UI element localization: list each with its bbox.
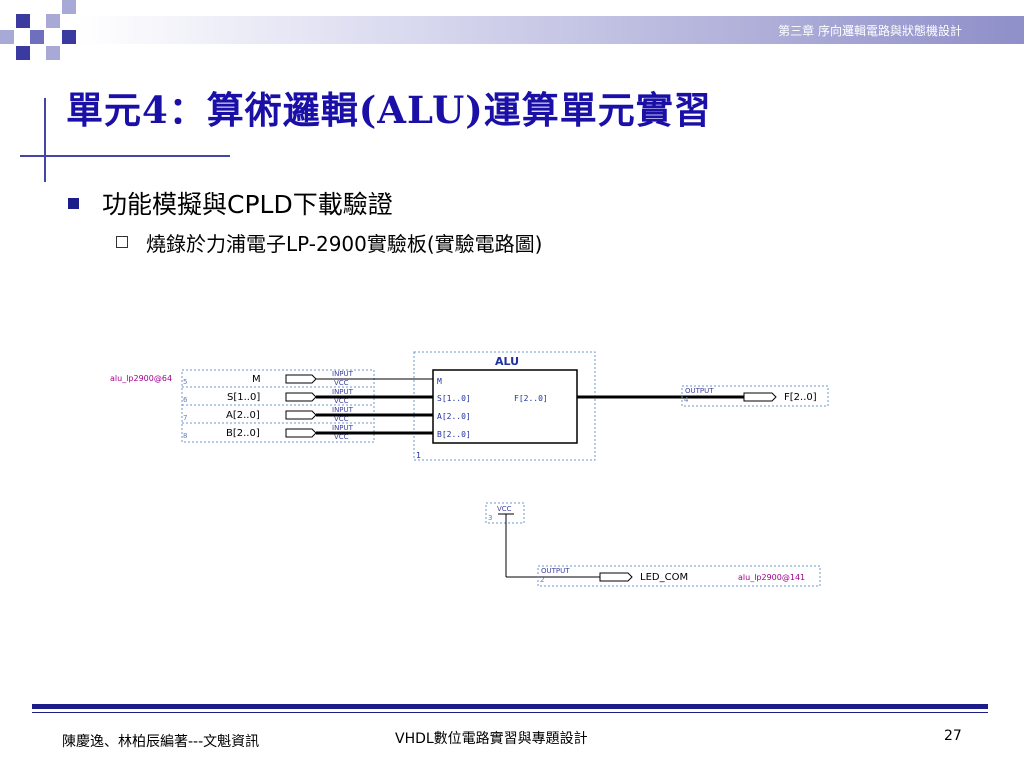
bullet-hollow-square-icon (116, 236, 128, 248)
svg-text:VCC: VCC (334, 379, 349, 387)
header-bar (78, 16, 1024, 44)
alu-symbol (432, 369, 578, 444)
slide-title: 單元4：算術邏輯(ALU)運算單元實習 (66, 88, 712, 132)
footer-rule-thick (32, 704, 988, 709)
svg-text:F[2..0]: F[2..0] (784, 392, 817, 403)
alu-port-s: S[1..0] (437, 394, 471, 403)
alu-port-f: F[2..0] (514, 394, 548, 403)
svg-text:4: 4 (684, 396, 689, 404)
alu-schematic: ALU M S[1..0] A[2..0] B[2..0] F[2..0] 1 … (110, 351, 829, 587)
footer-rule-thin (32, 712, 988, 713)
svg-text:M: M (252, 374, 261, 385)
page-number: 27 (944, 728, 962, 744)
alu-port-a: A[2..0] (437, 412, 471, 421)
alu-instance-number: 1 (416, 451, 421, 460)
svg-text:LED_COM: LED_COM (640, 572, 688, 583)
footer-book-title: VHDL數位電路實習與專題設計 (395, 731, 588, 747)
svg-text:INPUT: INPUT (332, 388, 354, 396)
input-pins-outline (181, 369, 375, 443)
svg-text:INPUT: INPUT (332, 370, 354, 378)
svg-text:VCC: VCC (334, 415, 349, 423)
bullet-square-icon (68, 198, 79, 209)
svg-text:A[2..0]: A[2..0] (226, 410, 260, 421)
output-led-com: OUTPUT 2 LED_COM alu_lp2900@141 (537, 565, 821, 587)
svg-text:6: 6 (183, 396, 188, 404)
chapter-title: 第三章 序向邏輯電路與狀態機設計 (778, 24, 962, 38)
svg-text:OUTPUT: OUTPUT (541, 567, 570, 575)
svg-text:2: 2 (540, 576, 544, 584)
input-row-m: 5 M INPUT VCC (183, 370, 433, 387)
alu-block-outline (413, 351, 596, 461)
input-row-b: 8 B[2..0] INPUT VCC (183, 424, 433, 441)
svg-text:OUTPUT: OUTPUT (685, 387, 714, 395)
svg-text:VCC: VCC (334, 433, 349, 441)
led-pin-annotation: alu_lp2900@141 (738, 573, 805, 582)
svg-text:VCC: VCC (334, 397, 349, 405)
alu-port-b: B[2..0] (437, 430, 471, 439)
footer-authors: 陳慶逸、林柏辰編著---文魁資訊 (62, 734, 260, 750)
input-row-a: 7 A[2..0] INPUT VCC (183, 406, 433, 423)
svg-text:S[1..0]: S[1..0] (227, 392, 260, 403)
title-vertical-rule (44, 98, 46, 182)
output-f: OUTPUT 4 F[2..0] (577, 385, 829, 407)
bullet-level1: 功能模擬與CPLD下載驗證 (102, 190, 393, 219)
svg-text:B[2..0]: B[2..0] (226, 428, 260, 439)
vcc-source: VCC 3 (485, 502, 600, 578)
input-row-s: 6 S[1..0] INPUT VCC (183, 388, 433, 405)
svg-text:7: 7 (183, 414, 187, 422)
bullet-level2: 燒錄於力浦電子LP-2900實驗板(實驗電路圖) (146, 232, 543, 256)
svg-text:3: 3 (488, 514, 492, 522)
svg-text:INPUT: INPUT (332, 424, 354, 432)
alu-label: ALU (495, 355, 519, 368)
svg-text:VCC: VCC (497, 505, 512, 513)
alu-port-m: M (437, 377, 442, 386)
svg-text:INPUT: INPUT (332, 406, 354, 414)
title-horizontal-rule (20, 155, 230, 157)
decorative-squares (0, 0, 80, 60)
alu-pin-annotation: alu_lp2900@64 (110, 374, 172, 383)
svg-text:5: 5 (183, 378, 187, 386)
svg-text:8: 8 (183, 432, 187, 440)
